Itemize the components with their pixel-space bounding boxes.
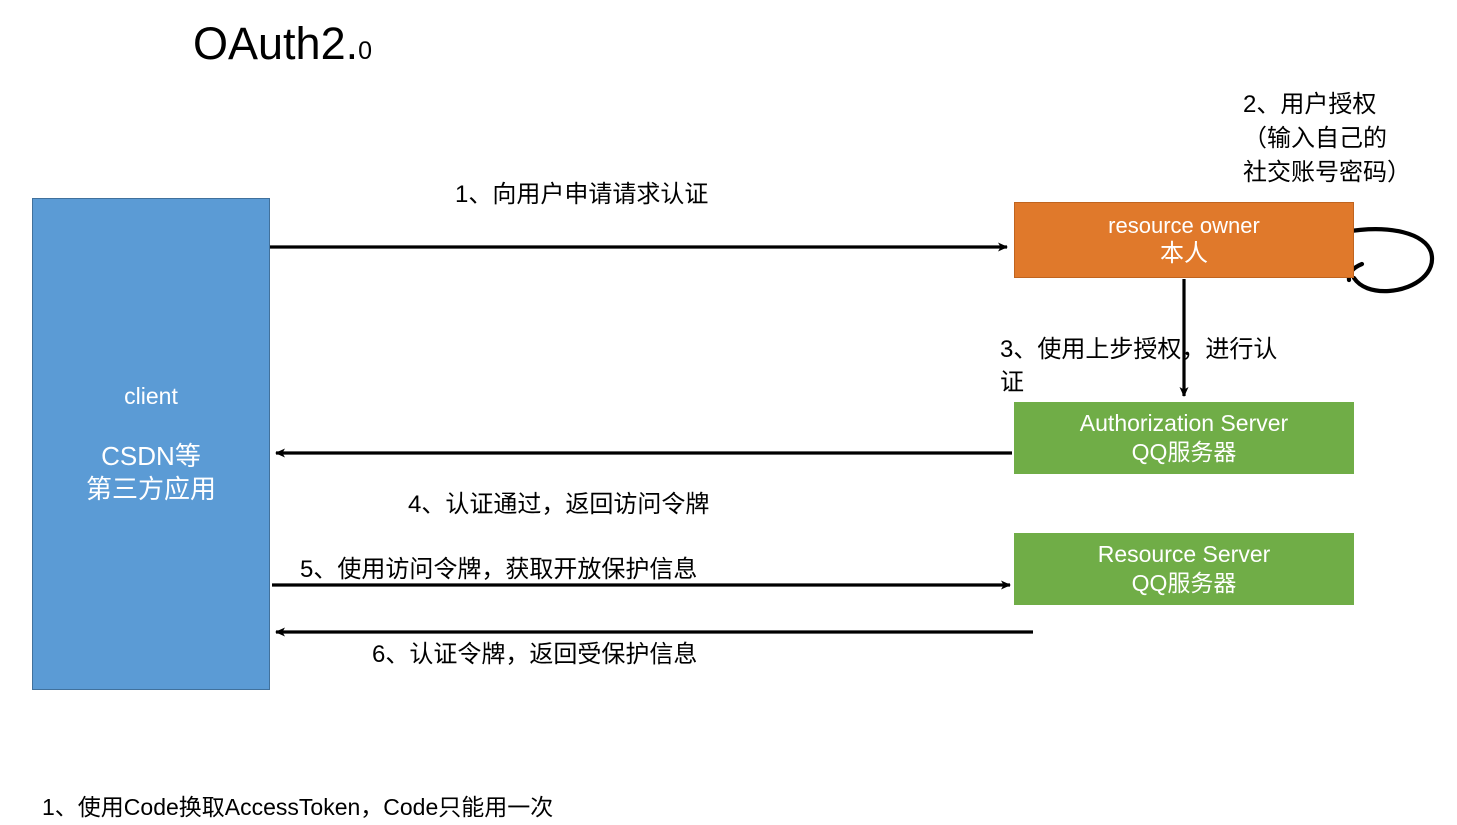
flow-label-1: 1、向用户申请请求认证: [455, 181, 709, 208]
node-resource-owner-label-en: resource owner: [1108, 212, 1260, 238]
node-client[interactable]: client CSDN等 第三方应用: [32, 198, 270, 690]
node-client-label-cn-1: CSDN等: [101, 441, 201, 471]
node-resource-server-label-en: Resource Server: [1097, 541, 1271, 567]
node-resource-server-label-cn: QQ服务器: [1131, 570, 1237, 596]
footer-note-1: 1、使用Code换取AccessToken，Code只能用一次: [42, 794, 554, 820]
page-title-main: OAuth2.: [193, 18, 359, 69]
node-resource-owner[interactable]: resource owner 本人: [1014, 202, 1354, 278]
node-authorization-server-label-cn: QQ服务器: [1131, 439, 1237, 465]
flow-label-6: 6、认证令牌，返回受保护信息: [372, 641, 698, 668]
flow-label-3: 3、使用上步授权，进行认 证: [1000, 336, 1278, 396]
arrow-flow-2-selfloop: [1341, 227, 1435, 294]
node-authorization-server-label-en: Authorization Server: [1079, 410, 1289, 436]
flow-label-5: 5、使用访问令牌，获取开放保护信息: [300, 556, 698, 583]
flow-label-2: 2、用户授权 （输入自己的 社交账号密码）: [1243, 91, 1411, 186]
flow-label-4: 4、认证通过，返回访问令牌: [408, 491, 710, 518]
page-title: OAuth2.0: [193, 18, 372, 77]
node-client-label-en: client: [124, 383, 178, 409]
node-resource-server[interactable]: Resource Server QQ服务器: [1014, 533, 1354, 605]
node-client-label-cn-2: 第三方应用: [85, 474, 216, 504]
node-resource-owner-label-cn: 本人: [1160, 239, 1208, 267]
page-title-suffix: 0: [358, 37, 373, 65]
node-authorization-server[interactable]: Authorization Server QQ服务器: [1014, 402, 1354, 474]
footer-notes: 1、使用Code换取AccessToken，Code只能用一次 2、同一个用户的…: [42, 727, 740, 825]
